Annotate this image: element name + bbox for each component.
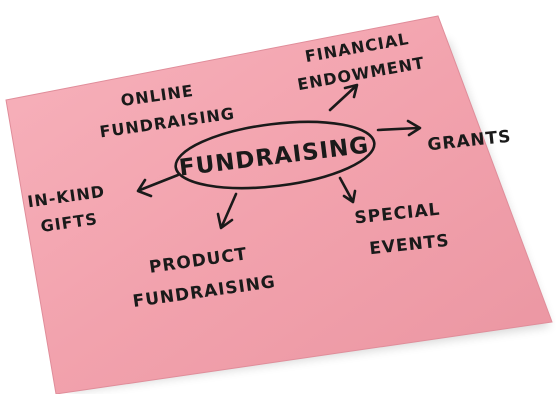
sticky-note-paper <box>5 15 553 394</box>
arrow-to-special <box>338 176 357 204</box>
arrow-to-inkind <box>136 173 180 198</box>
arrow-to-financial <box>328 83 359 112</box>
arrow-to-grants <box>376 119 422 137</box>
arrow-to-product <box>216 192 238 230</box>
center-oval <box>174 120 376 190</box>
